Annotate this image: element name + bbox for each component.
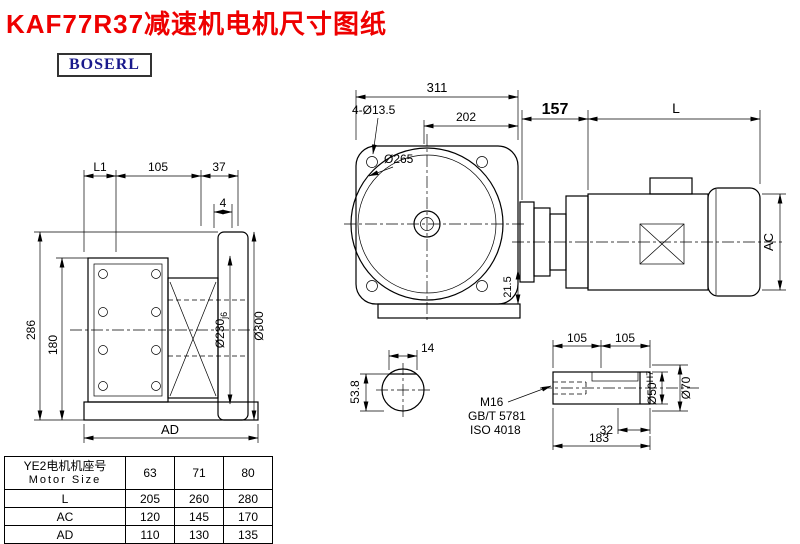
cell: 120 bbox=[125, 507, 175, 526]
hub-dia-label: Ø70 bbox=[679, 376, 693, 399]
dim-157-label: 157 bbox=[542, 101, 569, 118]
dim-flange-od-label: Ø300 bbox=[252, 311, 266, 341]
motor-size-table: YE2电机机座号 Motor Size 63 71 80 L 205 260 2… bbox=[4, 456, 273, 544]
thread-label: M16 bbox=[480, 395, 504, 409]
cell: 205 bbox=[125, 489, 175, 508]
key-height-label: 53.8 bbox=[348, 380, 362, 404]
row-label-AD: AD bbox=[4, 525, 126, 544]
dim-180-label: 180 bbox=[46, 335, 60, 355]
page-title: KAF77R37减速机电机尺寸图纸 bbox=[6, 9, 388, 39]
front-view: 311 202 4-Ø13.5 Ø265 21.5 bbox=[344, 80, 524, 322]
size-col-63: 63 bbox=[125, 456, 175, 490]
dim-105b-label: 105 bbox=[615, 331, 635, 345]
shaft-detail-view: 105 105 Ø50H7 Ø70 32 183 M16 GB/T 5781 I… bbox=[468, 331, 700, 450]
flange-dia-label: Ø265 bbox=[384, 152, 414, 166]
row-label-AC: AC bbox=[4, 507, 126, 526]
dim-l-label: L bbox=[672, 100, 680, 116]
cell: 280 bbox=[223, 489, 273, 508]
dim-311-label: 311 bbox=[427, 80, 448, 95]
dim-202-label: 202 bbox=[456, 110, 476, 124]
shaft-dia-label: Ø50H7 bbox=[645, 371, 659, 405]
std-iso-label: ISO 4018 bbox=[470, 423, 521, 437]
shaft-section-view: 14 53.8 bbox=[348, 341, 435, 417]
key-width-label: 14 bbox=[421, 341, 435, 355]
table-row: AC 120 145 170 bbox=[4, 507, 273, 526]
std-gb-label: GB/T 5781 bbox=[468, 409, 526, 423]
cell: 110 bbox=[125, 525, 175, 544]
brand-logo: BOSERL bbox=[57, 53, 152, 77]
cell: 130 bbox=[174, 525, 224, 544]
size-col-80: 80 bbox=[223, 456, 273, 490]
motor-view: 157 L AC bbox=[512, 100, 786, 297]
dim-4-label: 4 bbox=[220, 196, 227, 210]
dim-286-label: 286 bbox=[24, 320, 38, 340]
dim-105-label: 105 bbox=[148, 160, 168, 174]
size-col-71: 71 bbox=[174, 456, 224, 490]
cell: 145 bbox=[174, 507, 224, 526]
dim-37-label: 37 bbox=[212, 160, 226, 174]
cell: 170 bbox=[223, 507, 273, 526]
row-label-L: L bbox=[4, 489, 126, 508]
cell: 260 bbox=[174, 489, 224, 508]
bolt-holes-label: 4-Ø13.5 bbox=[352, 103, 396, 117]
cell: 135 bbox=[223, 525, 273, 544]
table-header-cell: YE2电机机座号 Motor Size bbox=[4, 456, 126, 490]
dim-l1-label: L1 bbox=[93, 160, 107, 174]
dim-21-5-label: 21.5 bbox=[502, 276, 514, 297]
dim-ac-label: AC bbox=[761, 233, 776, 251]
motor-size-en: Motor Size bbox=[28, 473, 102, 486]
motor-size-cn: YE2电机机座号 bbox=[23, 459, 107, 474]
table-row: AD 110 130 135 bbox=[4, 525, 273, 544]
dim-32-label: 32 bbox=[600, 423, 614, 437]
dim-spigot-label: Ø230j6 bbox=[213, 312, 229, 348]
table-row: YE2电机机座号 Motor Size 63 71 80 bbox=[4, 456, 273, 490]
dim-ad-label: AD bbox=[161, 422, 179, 437]
dim-183-label: 183 bbox=[589, 431, 609, 445]
dim-105a-label: 105 bbox=[567, 331, 587, 345]
table-row: L 205 260 280 bbox=[4, 489, 273, 508]
side-view: L1 105 37 4 286 180 Ø230j6 Ø300 AD bbox=[24, 160, 266, 443]
